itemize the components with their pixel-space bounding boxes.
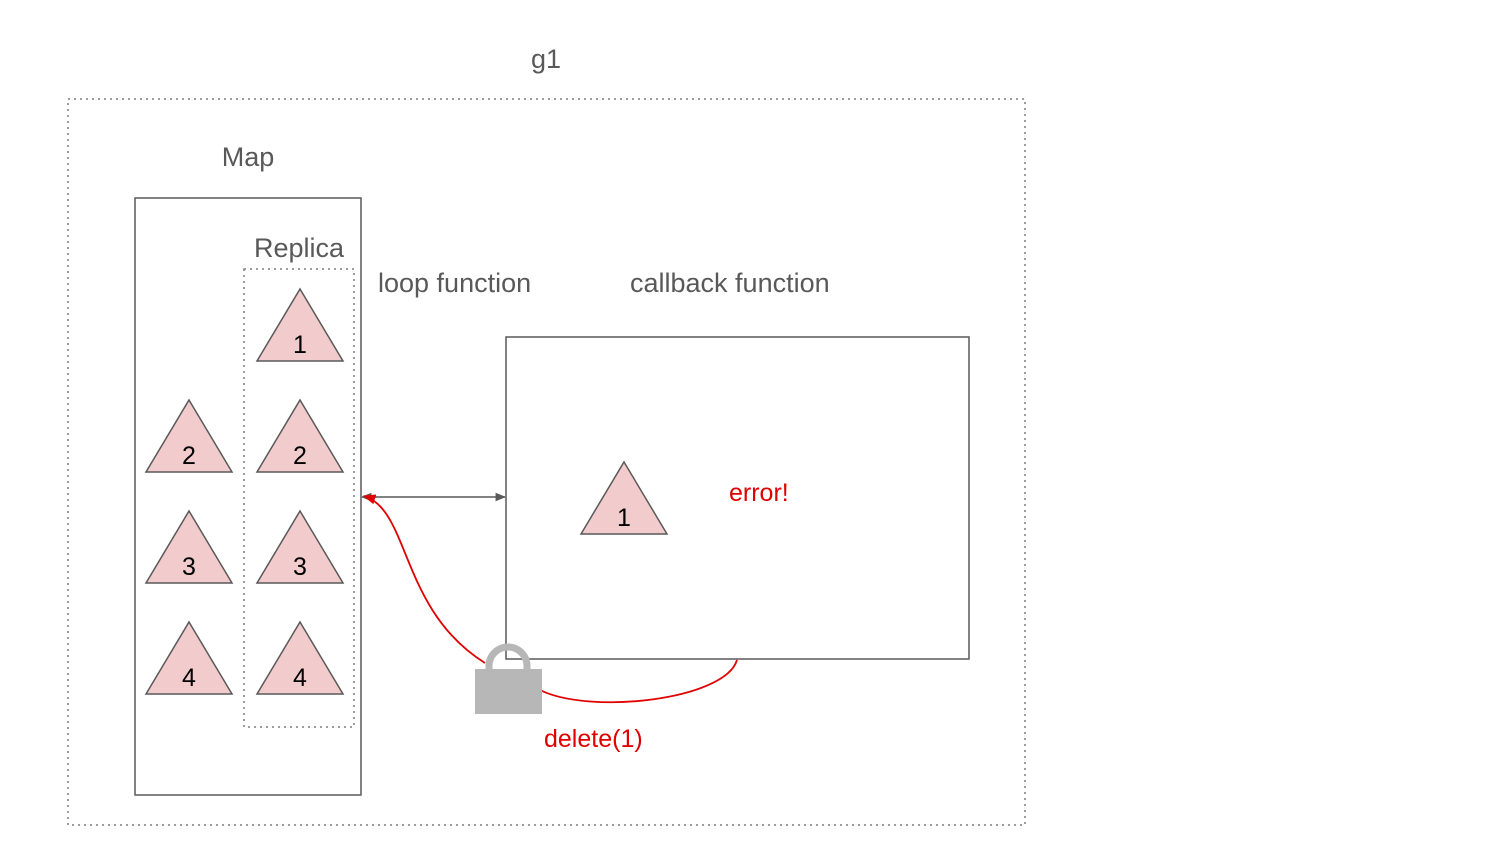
replica-triangle — [255, 398, 345, 473]
replica-triangle — [255, 287, 345, 362]
delete-path-lower — [539, 659, 738, 704]
replica-entry-label: 3 — [293, 553, 307, 581]
replica-label: Replica — [254, 233, 345, 263]
map-entry-3: 3 — [144, 509, 234, 584]
callback-entry-label: 1 — [617, 504, 631, 532]
replica-triangle — [255, 620, 345, 695]
replica-triangle — [255, 509, 345, 584]
map-entry-4: 4 — [144, 620, 234, 695]
error-label: error! — [729, 479, 789, 507]
replica-entry-4: 4 — [255, 620, 345, 695]
map-triangle — [144, 398, 234, 473]
delete-action-label: delete(1) — [544, 725, 643, 753]
map-triangle — [144, 620, 234, 695]
callback-entry-1: 1 — [579, 460, 669, 535]
replica-box — [243, 268, 355, 728]
callback-function-label: callback function — [630, 268, 830, 298]
map-triangle — [144, 509, 234, 584]
map-entry-label: 4 — [182, 664, 196, 692]
map-box — [134, 197, 362, 796]
replica-entry-1: 1 — [255, 287, 345, 362]
group-g1-border — [67, 98, 1026, 826]
replica-entry-2: 2 — [255, 398, 345, 473]
replica-entry-label: 4 — [293, 664, 307, 692]
replica-entry-label: 2 — [293, 442, 307, 470]
map-entry-label: 2 — [182, 442, 196, 470]
map-label: Map — [222, 142, 275, 172]
map-entry-label: 3 — [182, 553, 196, 581]
loop-function-label: loop function — [378, 268, 531, 298]
group-g1-label: g1 — [531, 44, 561, 74]
lock-icon — [475, 643, 542, 714]
callback-triangle — [579, 460, 669, 535]
replica-entry-3: 3 — [255, 509, 345, 584]
map-entry-2: 2 — [144, 398, 234, 473]
replica-entry-label: 1 — [293, 331, 307, 359]
delete-path-upper — [362, 494, 486, 664]
